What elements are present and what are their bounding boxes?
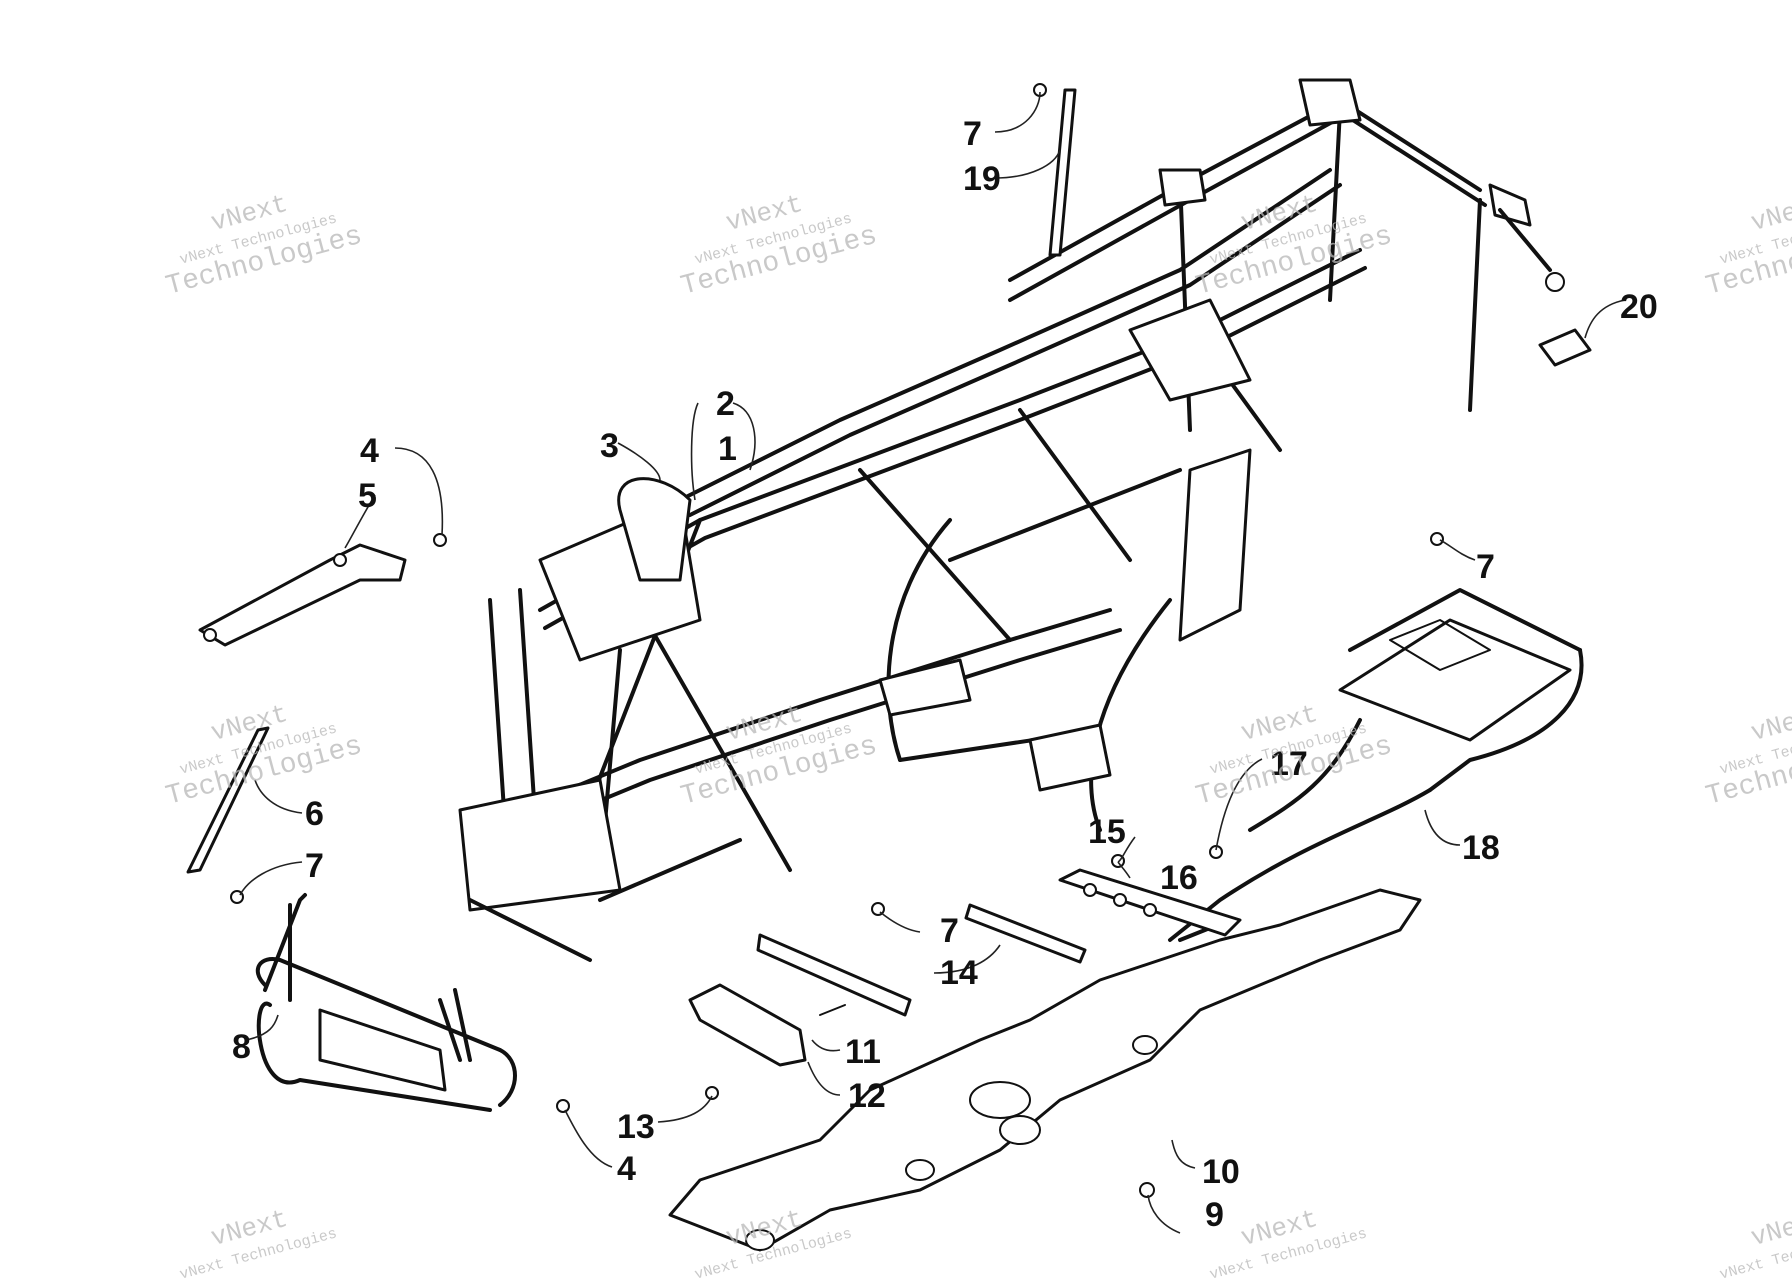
callout-11: 11 xyxy=(845,1033,881,1071)
callout-15: 15 xyxy=(1088,813,1126,851)
callout-7-right: 7 xyxy=(1476,548,1495,586)
brace-part-6 xyxy=(186,726,270,874)
callout-labels: 7 19 20 2 3 1 4 5 7 17 6 15 18 7 16 7 14… xyxy=(232,115,1658,1234)
callout-4-top: 4 xyxy=(360,432,379,470)
callout-6: 6 xyxy=(305,795,324,833)
front-bumper-part-8 xyxy=(255,893,517,1112)
watermark-line-1: vNext xyxy=(1748,189,1792,238)
callout-16: 16 xyxy=(1160,859,1198,897)
callout-20: 20 xyxy=(1620,288,1658,326)
callout-7-left: 7 xyxy=(305,847,324,885)
callout-2: 2 xyxy=(716,385,735,423)
watermark-line-1: vNext xyxy=(1748,1204,1792,1253)
watermark-line-3: Technologies xyxy=(1703,221,1792,303)
main-frame xyxy=(458,78,1565,962)
callout-19: 19 xyxy=(963,160,1001,198)
front-bracket-part-5 xyxy=(198,543,407,647)
watermark-line-1: vNext xyxy=(1748,699,1792,748)
callout-17: 17 xyxy=(1270,745,1308,783)
callout-12: 12 xyxy=(848,1077,886,1115)
strut-part-19 xyxy=(1048,88,1077,257)
strap-part-17 xyxy=(1058,868,1242,937)
watermark-line-3: Technologies xyxy=(1703,731,1792,813)
skid-pad-part-14-right xyxy=(964,903,1087,964)
callout-3: 3 xyxy=(600,427,619,465)
callout-13: 13 xyxy=(617,1108,655,1146)
skid-plate-part-10 xyxy=(668,888,1422,1252)
decal-part-20 xyxy=(1538,328,1592,367)
callout-7-mid: 7 xyxy=(940,912,959,950)
callout-9: 9 xyxy=(1205,1196,1224,1234)
fasteners xyxy=(230,83,1444,1198)
callout-1: 1 xyxy=(718,430,737,468)
callout-14: 14 xyxy=(940,954,978,992)
leader-lines xyxy=(239,91,1626,1234)
bracket-part-12 xyxy=(688,983,807,1067)
callout-4-bottom: 4 xyxy=(617,1150,636,1188)
callout-18: 18 xyxy=(1462,829,1500,867)
callout-10: 10 xyxy=(1202,1153,1240,1191)
callout-8: 8 xyxy=(232,1028,251,1066)
callout-7: 7 xyxy=(963,115,982,153)
callout-5: 5 xyxy=(358,477,377,515)
skid-pad-part-14-left xyxy=(756,933,912,1017)
footrest-frame-part-18 xyxy=(1168,588,1584,942)
